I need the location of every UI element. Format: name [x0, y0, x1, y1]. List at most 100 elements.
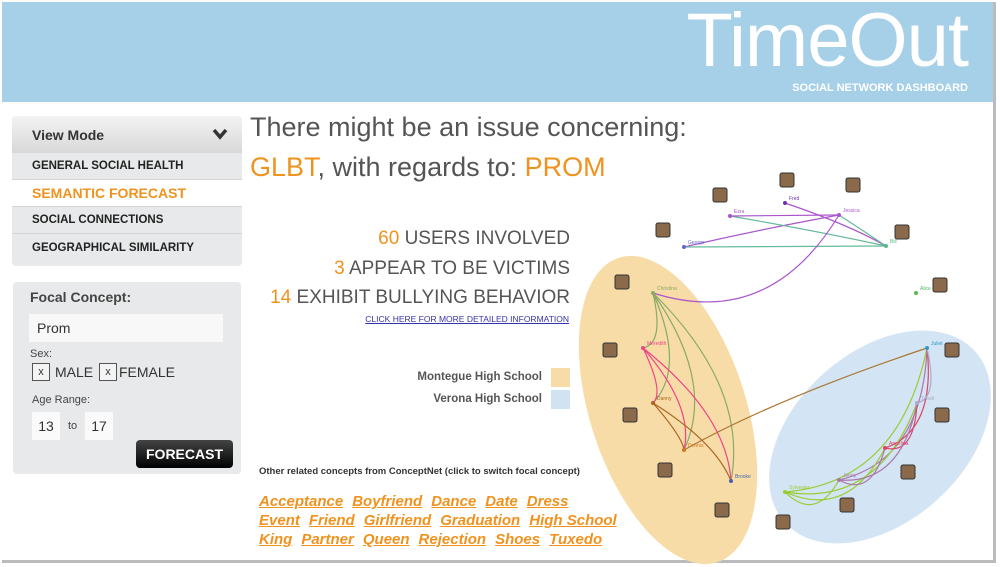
concept-link[interactable]: Friend	[308, 512, 355, 529]
node-label: Jessica	[843, 208, 860, 214]
avatar[interactable]	[900, 464, 916, 480]
network-node[interactable]: Tybalt	[915, 396, 950, 423]
node-dot	[914, 291, 918, 295]
avatar[interactable]	[602, 342, 618, 358]
node-label: Brooke	[735, 474, 751, 480]
avatar[interactable]	[622, 407, 638, 423]
network-edge	[884, 347, 929, 449]
focal-concept-panel: Focal Concept: Sex: x MALE x FEMALE Age …	[13, 282, 241, 474]
network-node[interactable]: Meredith	[602, 341, 667, 358]
verona-cluster	[769, 330, 991, 544]
node-label: Sylvester	[789, 485, 810, 491]
avatar[interactable]	[614, 274, 630, 290]
forecast-button[interactable]: FORECAST	[136, 440, 233, 468]
network-edge	[652, 292, 696, 451]
node-dot	[682, 448, 686, 452]
network-edge	[784, 447, 886, 501]
headline-topic: GLBT	[250, 152, 318, 182]
concept-link[interactable]: Partner	[301, 531, 354, 548]
network-edge	[729, 215, 887, 247]
avatar[interactable]	[839, 497, 855, 513]
avatar[interactable]	[944, 342, 960, 358]
concept-link[interactable]: Event	[259, 512, 300, 529]
network-node[interactable]: Bill	[884, 224, 910, 248]
concept-link[interactable]: Girlfriend	[363, 512, 432, 529]
network-node[interactable]: Ezra	[712, 187, 745, 218]
network-edge	[784, 479, 840, 506]
network-node[interactable]: Brooke	[714, 474, 751, 518]
headline-concept: PROM	[524, 152, 606, 182]
concept-link[interactable]: Rejection	[418, 531, 487, 548]
avatar[interactable]	[657, 462, 673, 478]
node-dot	[925, 346, 929, 350]
network-edge	[683, 214, 840, 248]
avatar[interactable]	[932, 277, 948, 293]
concept-link[interactable]: Acceptance	[259, 493, 344, 510]
node-label: Christina	[657, 286, 677, 292]
avatar[interactable]	[779, 172, 795, 188]
network-node[interactable]: Christina	[614, 274, 677, 295]
node-label: Tybalt	[921, 396, 935, 402]
header: TimeOut SOCIAL NETWORK DASHBOARD	[2, 2, 996, 102]
stat-number: 60	[378, 228, 400, 249]
focal-concept-input[interactable]	[29, 314, 223, 342]
network-node[interactable]: Jenny	[837, 473, 857, 513]
concept-link[interactable]: Graduation	[440, 512, 521, 529]
age-from-input[interactable]: 13	[32, 412, 60, 440]
female-checkbox[interactable]: x	[99, 363, 117, 381]
network-node[interactable]: Danny	[622, 396, 672, 423]
concept-link[interactable]: Queen	[362, 531, 410, 548]
view-mode-semantic-forecast[interactable]: SEMANTIC FORECAST	[12, 180, 242, 207]
concept-link[interactable]: Tuxedo	[549, 531, 603, 548]
network-node[interactable]: Angelina	[883, 441, 916, 480]
network-node[interactable]: Alice	[914, 277, 948, 295]
concept-link[interactable]: Dance	[431, 493, 477, 510]
stat-text: USERS INVOLVED	[399, 228, 570, 249]
node-dot	[682, 245, 686, 249]
node-label: Angelina	[889, 441, 909, 447]
related-concepts: Acceptance Boyfriend Dance Date Dress Event F…	[259, 493, 659, 550]
avatar[interactable]	[775, 514, 791, 530]
age-to-input[interactable]: 17	[85, 412, 113, 440]
network-node[interactable]: Sylvester	[775, 485, 810, 530]
network-edge	[642, 292, 658, 349]
network-edge	[838, 447, 886, 486]
network-edge	[683, 347, 928, 451]
age-to-label: to	[68, 420, 78, 432]
detail-link[interactable]: CLICK HERE FOR MORE DETAILED INFORMATION	[365, 314, 569, 324]
node-dot	[837, 478, 841, 482]
network-node[interactable]: Juliet	[925, 341, 960, 358]
avatar[interactable]	[934, 407, 950, 423]
network-node[interactable]: Jessica	[837, 177, 861, 217]
view-mode-social-connections[interactable]: SOCIAL CONNECTIONS	[12, 207, 242, 234]
related-concepts-caption: Other related concepts from ConceptNet (…	[259, 466, 580, 477]
view-mode-geographical-similarity[interactable]: GEOGRAPHICAL SIMILARITY	[32, 241, 195, 254]
concept-link[interactable]: Date	[485, 493, 518, 510]
male-checkbox[interactable]: x	[32, 363, 50, 381]
avatar[interactable]	[845, 177, 861, 193]
concept-link[interactable]: King	[259, 531, 293, 548]
concept-link[interactable]: Boyfriend	[352, 493, 423, 510]
network-node[interactable]: George	[655, 222, 705, 249]
concept-link[interactable]: High School	[529, 512, 617, 529]
male-label: MALE	[55, 364, 94, 380]
concept-link[interactable]: Shoes	[495, 531, 541, 548]
view-mode-general-social-health[interactable]: GENERAL SOCIAL HEALTH	[12, 153, 242, 180]
network-node[interactable]: Dennis	[657, 443, 704, 478]
network-edge	[652, 402, 732, 482]
concept-link[interactable]: Dress	[526, 493, 569, 510]
avatar[interactable]	[894, 224, 910, 240]
age-range-label: Age Range:	[32, 394, 91, 406]
avatar[interactable]	[712, 187, 728, 203]
view-mode-dropdown[interactable]: View Mode	[12, 116, 242, 153]
avatar[interactable]	[714, 502, 730, 518]
network-edge	[652, 292, 735, 482]
node-dot	[641, 346, 645, 350]
node-dot	[915, 401, 919, 405]
node-label: Jenny	[843, 473, 857, 479]
avatar[interactable]	[655, 222, 671, 238]
node-label: George	[688, 240, 705, 246]
app-logo: TimeOut	[686, 0, 969, 83]
network-node[interactable]: Fred	[779, 172, 800, 205]
focal-concept-title: Focal Concept:	[30, 289, 132, 305]
